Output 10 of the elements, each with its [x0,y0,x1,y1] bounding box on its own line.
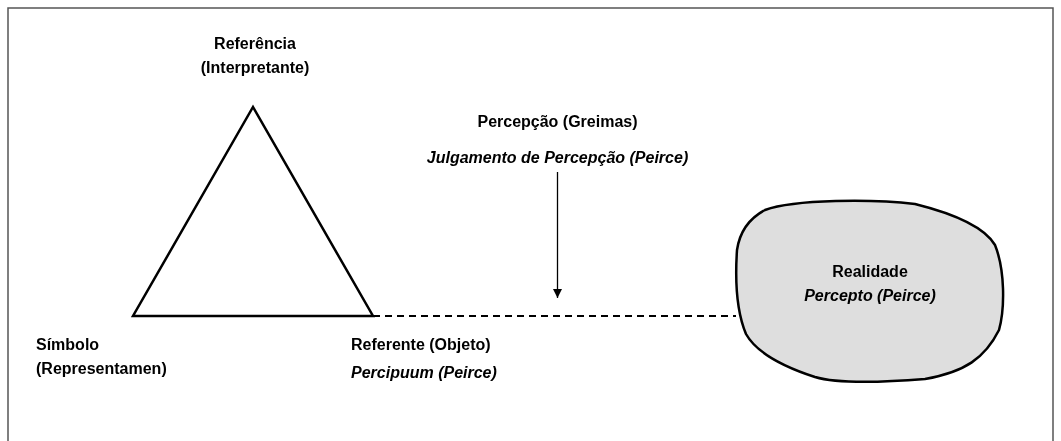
label-text: Referente (Objeto) [351,335,492,355]
italic-caption-text: Percipuum (Peirce) [351,363,498,383]
italic-caption-text: Percepto (Peirce) [803,286,937,306]
label-text: Símbolo (Representamen) [36,335,168,379]
label-text: Referência (Interpretante) [199,34,311,78]
dashed-line [372,315,737,317]
label-text: Realidade [831,262,909,282]
italic-caption-text: Julgamento de Percepção (Peirce) [425,148,690,168]
arrow [552,171,563,299]
label-text: Percepção (Greimas) [476,112,639,132]
